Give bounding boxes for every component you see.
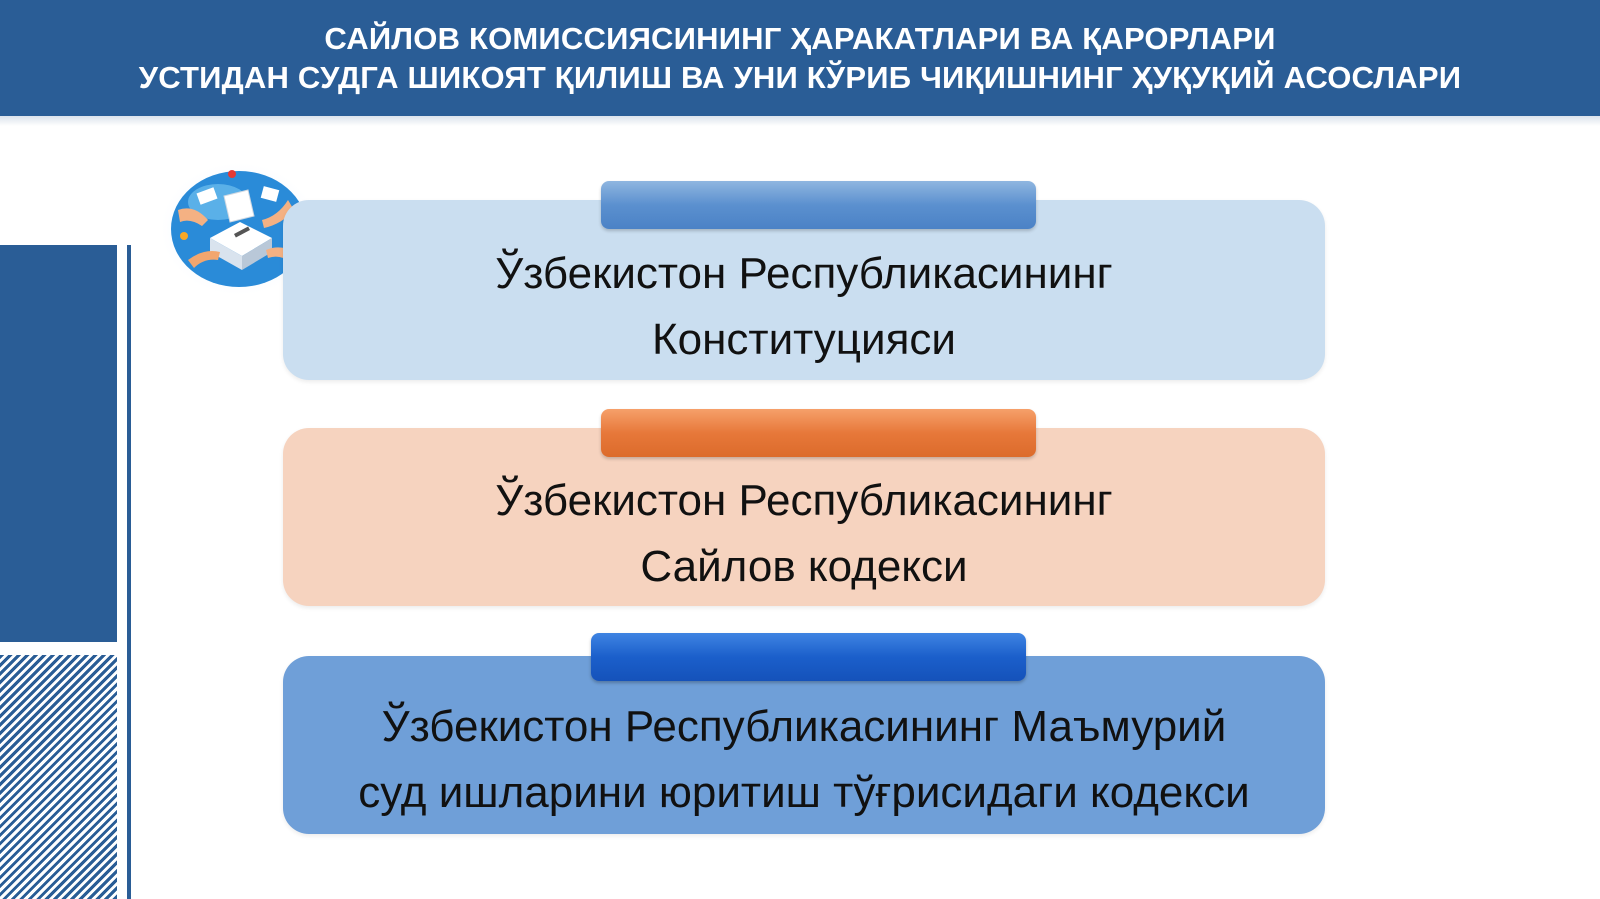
ballot-box-icon bbox=[159, 161, 319, 297]
card-line-2: суд ишларини юритиш тўғрисидаги кодекси bbox=[358, 768, 1250, 817]
card-text: Ўзбекистон Республикасининг Конституцияс… bbox=[495, 241, 1112, 373]
decorative-left-bar bbox=[0, 245, 117, 642]
legal-basis-card-election-code: Ўзбекистон Республикасининг Сайлов кодек… bbox=[283, 428, 1325, 606]
card-accent-tab-orange bbox=[601, 409, 1036, 457]
card-line-1: Ўзбекистон Республикасининг Маъмурий bbox=[381, 702, 1227, 751]
decorative-left-line bbox=[127, 245, 131, 899]
card-accent-tab-dark-blue bbox=[591, 633, 1026, 681]
card-accent-tab-blue bbox=[601, 181, 1036, 229]
header-title-line-1: САЙЛОВ КОМИССИЯСИНИНГ ҲАРАКАТЛАРИ ВА ҚАР… bbox=[324, 21, 1276, 56]
header-title-line-2: УСТИДАН СУДГА ШИКОЯТ ҚИЛИШ ВА УНИ КЎРИБ … bbox=[138, 60, 1462, 95]
slide-header: САЙЛОВ КОМИССИЯСИНИНГ ҲАРАКАТЛАРИ ВА ҚАР… bbox=[0, 0, 1600, 116]
card-text: Ўзбекистон Республикасининг Сайлов кодек… bbox=[495, 468, 1112, 600]
header-shadow bbox=[0, 116, 1600, 126]
card-text: Ўзбекистон Республикасининг Маъмурий суд… bbox=[358, 694, 1249, 826]
card-line-1: Ўзбекистон Республикасининг bbox=[495, 249, 1113, 298]
decorative-hatch-pattern bbox=[0, 655, 117, 899]
card-line-2: Сайлов кодекси bbox=[640, 542, 968, 591]
card-line-2: Конституцияси bbox=[652, 315, 956, 364]
legal-basis-card-constitution: Ўзбекистон Республикасининг Конституцияс… bbox=[283, 200, 1325, 380]
card-line-1: Ўзбекистон Республикасининг bbox=[495, 476, 1113, 525]
legal-basis-card-administrative-code: Ўзбекистон Республикасининг Маъмурий суд… bbox=[283, 656, 1325, 834]
